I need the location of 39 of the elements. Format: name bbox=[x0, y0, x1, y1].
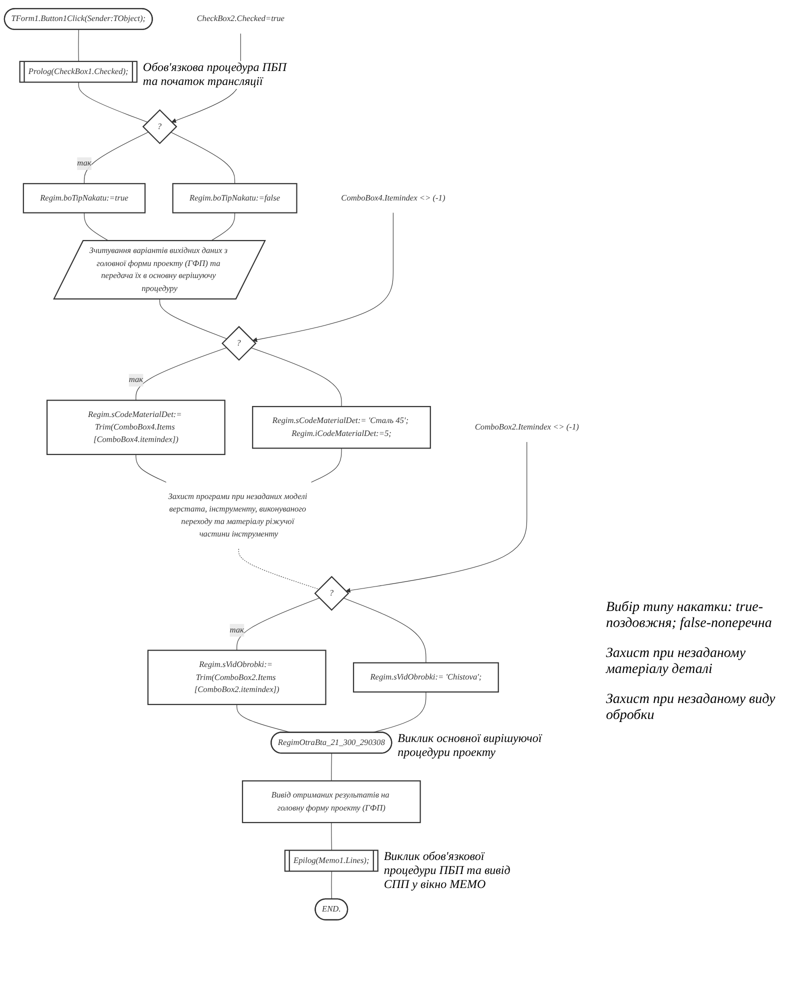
node-diamond: ? bbox=[222, 326, 256, 361]
connector bbox=[159, 298, 227, 339]
node-diamond: ? bbox=[142, 109, 178, 144]
note: Захист при незаданому матеріалу деталі bbox=[606, 646, 747, 678]
edge-label: так bbox=[230, 626, 244, 634]
connector bbox=[170, 132, 236, 184]
connector bbox=[236, 598, 320, 651]
node-box: Regim.boTipNakatu:=false bbox=[172, 183, 298, 214]
node-box: Regim.boTipNakatu:=true bbox=[22, 183, 146, 214]
node-box: Regim.sCodeMaterialDet:= Trim(ComboBox4.Items [ComboBox4.itemindex]) bbox=[46, 400, 226, 456]
connector bbox=[78, 29, 79, 62]
note: Вибір типу накатки: true-поздовжня; false-поперечна bbox=[606, 600, 773, 632]
edge-label: так bbox=[77, 158, 92, 168]
connector bbox=[250, 347, 342, 407]
node-text: Захист програми при незаданих моделі верстата, інструменту, виконуваного переходу та матеріалу ріжучої частини інструменту bbox=[168, 492, 308, 539]
connector bbox=[331, 753, 332, 782]
connector bbox=[84, 212, 110, 242]
node-text: CheckBox2.Checked=true bbox=[196, 14, 285, 24]
node-box: Вивід отриманих результатів на головну форму проекту (ГФП) bbox=[242, 780, 421, 824]
node-box: Regim.sCodeMaterialDet:= 'Сталь 45'; Regim.iCodeMaterialDet:=5; bbox=[252, 406, 431, 449]
connector bbox=[331, 871, 332, 900]
connector bbox=[210, 212, 236, 242]
node-text: ComboBox2.Itemindex <> (-1) bbox=[474, 422, 579, 432]
arrow bbox=[346, 442, 528, 593]
connector bbox=[331, 822, 332, 851]
connector bbox=[136, 454, 166, 483]
node-box: Regim.sVidObrobki:= 'Chistova'; bbox=[352, 662, 499, 693]
edge-label: так bbox=[128, 376, 144, 384]
note: Захист при незаданому виду обробки bbox=[606, 692, 776, 724]
connector bbox=[136, 347, 227, 401]
node-box: Regim.sVidObrobki:= Trim(ComboBox2.Items [ComboBox2.itemindex]) bbox=[147, 650, 326, 706]
connector bbox=[310, 448, 342, 483]
connector bbox=[84, 132, 149, 184]
connector bbox=[238, 548, 320, 590]
connector bbox=[78, 82, 148, 122]
node-diamond: ? bbox=[314, 576, 350, 611]
connector bbox=[343, 598, 426, 664]
node-text: ComboBox4.Itemindex <> (-1) bbox=[341, 194, 446, 203]
arrow bbox=[252, 212, 394, 342]
